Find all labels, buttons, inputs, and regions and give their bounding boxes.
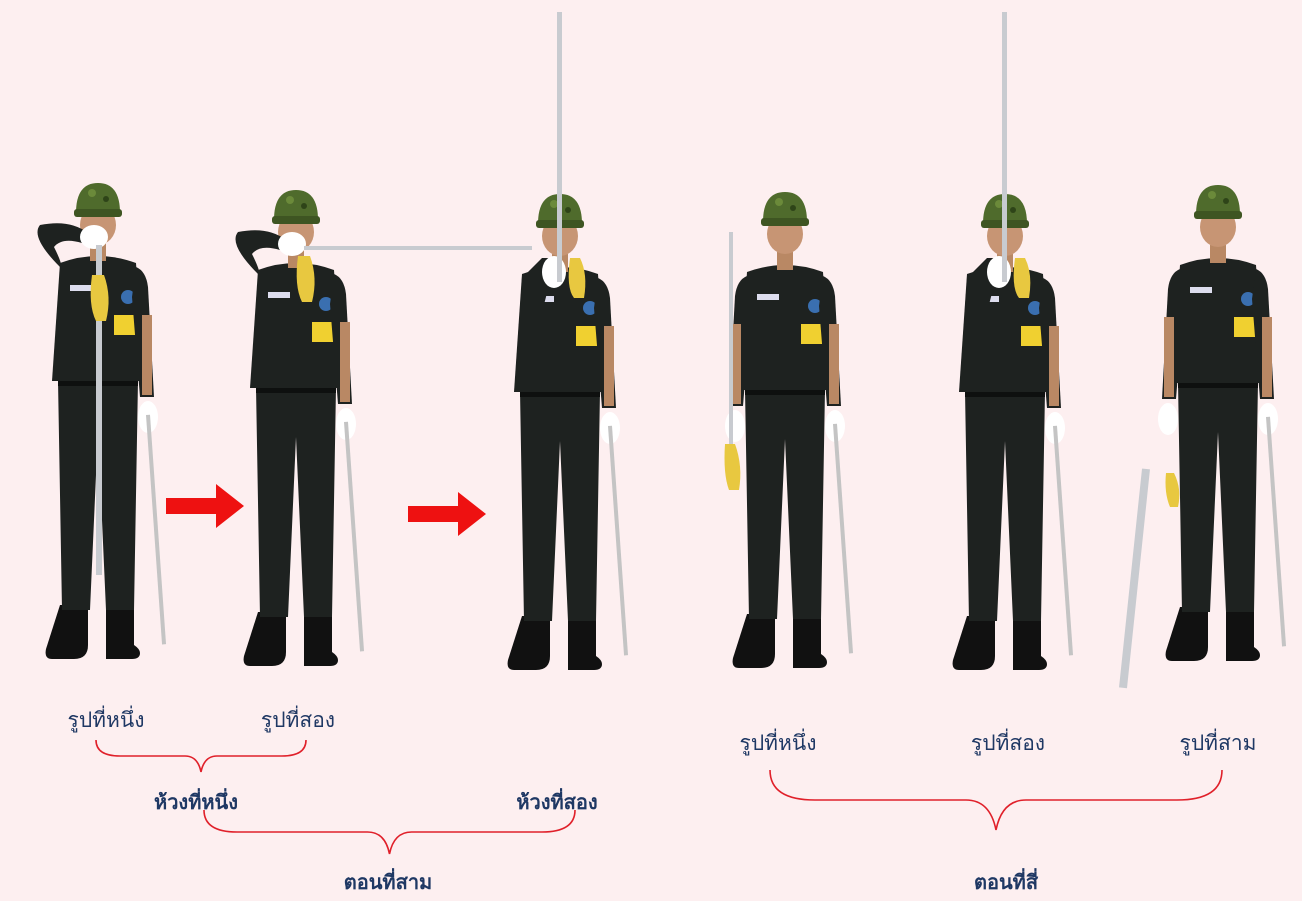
scabbard bbox=[1053, 426, 1073, 656]
soldier-figure bbox=[38, 183, 167, 659]
label-part3-title: ตอนที่สาม bbox=[344, 866, 432, 898]
soldier-figure bbox=[508, 12, 628, 670]
scabbard bbox=[608, 426, 628, 656]
bracket-brace bbox=[770, 770, 1222, 830]
scabbard bbox=[146, 415, 166, 645]
soldier-figure bbox=[236, 190, 533, 666]
sword bbox=[1002, 12, 1030, 298]
label-part4-figure3: รูปที่สาม bbox=[1180, 727, 1257, 760]
soldier-figure bbox=[1119, 185, 1286, 688]
label-part4-figure1: รูปที่หนึ่ง bbox=[740, 727, 817, 760]
label-part3-step2: ห้วงที่สอง bbox=[516, 786, 597, 818]
braces bbox=[96, 740, 1222, 854]
bracket-brace bbox=[96, 740, 306, 772]
label-part3-figure2: รูปที่สอง bbox=[261, 704, 335, 737]
label-part3-figure1: รูปที่หนึ่ง bbox=[68, 704, 145, 737]
soldier-figures bbox=[38, 12, 1287, 688]
label-part4-figure2: รูปที่สอง bbox=[971, 727, 1045, 760]
sword bbox=[557, 12, 585, 298]
scabbard bbox=[1266, 417, 1286, 647]
label-part3-step1: ห้วงที่หนึ่ง bbox=[154, 786, 238, 818]
right-arrow-icon bbox=[408, 492, 486, 536]
label-part4-title: ตอนที่สี่ bbox=[974, 866, 1038, 898]
soldier-figure bbox=[725, 192, 854, 668]
soldier-figure bbox=[953, 12, 1073, 670]
scabbard bbox=[833, 424, 853, 654]
scabbard bbox=[344, 422, 364, 652]
right-arrow-icon bbox=[166, 484, 244, 528]
